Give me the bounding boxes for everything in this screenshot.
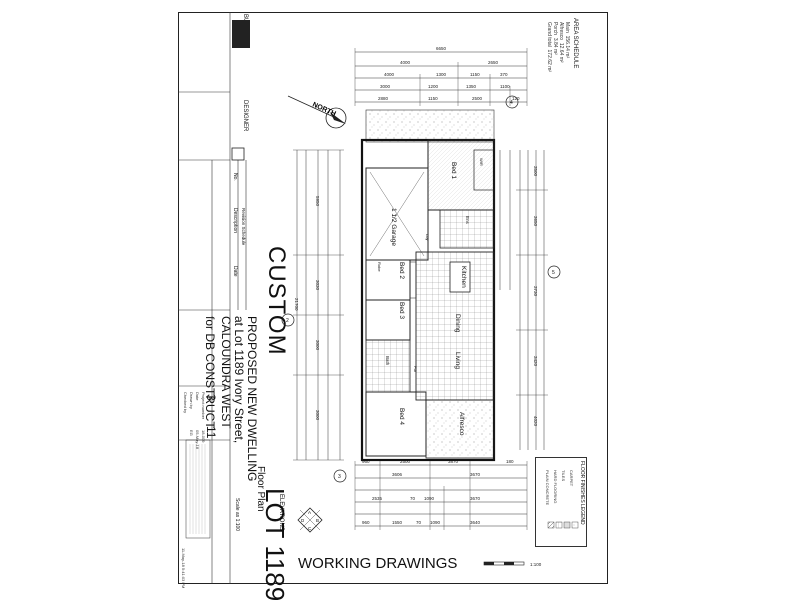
notes-text-lines — [189, 444, 206, 534]
notes-box — [185, 439, 211, 539]
dim-top-1a: 4000 — [400, 60, 411, 65]
scale-bar — [483, 561, 525, 566]
section-4: 4 — [510, 100, 513, 106]
floor-finishes-legend: FLOOR FINISHES LEGEND CARPET TILES HARD … — [535, 457, 587, 547]
dim-top-2c: 1150 — [470, 72, 480, 77]
dimension-lines — [296, 51, 545, 527]
dim-right-4: 3420 — [533, 356, 538, 367]
bed1-room — [427, 139, 495, 211]
dim-left-1: 5950 — [315, 196, 320, 207]
dim-top-4c: 2500 — [472, 96, 483, 101]
dim-bot-1c: 3870 — [448, 459, 459, 464]
dim-bot-4a: 960 — [362, 520, 370, 525]
bath-room — [365, 339, 411, 393]
dim-bot-2b: 3670 — [470, 472, 481, 477]
dim-bot-4b: 1550 — [392, 520, 403, 525]
dim-bot-4c: 70 — [416, 520, 422, 525]
section-3: 3 — [338, 474, 341, 480]
elev-c: C — [308, 526, 312, 531]
room-bath: Bath — [385, 356, 390, 366]
dim-left-2: 3030 — [315, 280, 320, 291]
dim-bot-3c: 1090 — [424, 496, 435, 501]
room-bed4: Bed 4 — [398, 408, 405, 425]
builder-logo — [232, 20, 250, 48]
legend-swatches — [547, 521, 579, 529]
ensuite-room — [439, 209, 495, 249]
elevations-key — [297, 507, 323, 533]
dim-top-overall: 6650 — [436, 46, 447, 51]
room-alfresco: Alfresco — [458, 412, 465, 436]
dim-right-1: 3500 — [533, 166, 538, 177]
dim-right-5: 4020 — [533, 416, 538, 427]
section-markers — [281, 95, 561, 483]
designer-logo — [231, 147, 245, 161]
dim-top-3d: 1100 — [500, 84, 510, 89]
dim-bot-1d: 180 — [506, 459, 514, 464]
scale-bar-label: 1:100 — [530, 562, 542, 567]
room-ldy: Ldy — [425, 234, 430, 240]
room-robe: Robe — [377, 262, 382, 272]
dim-right-2: 3650 — [533, 216, 538, 227]
dim-bot-3d: 3670 — [470, 496, 481, 501]
room-kitchen: Kitchen — [460, 266, 467, 288]
dim-top-3b: 1200 — [428, 84, 439, 89]
room-bed3: Bed 3 — [398, 302, 405, 319]
room-pdr: Pdr — [413, 366, 418, 373]
elevation-letters: A B C D — [301, 510, 319, 531]
elevations-label: ELEVATIONS — [278, 494, 284, 531]
room-dining: Dining — [454, 314, 461, 333]
section-2: 2 — [286, 318, 289, 324]
room-labels: Bed 1 1 1/2 Garage Bed 2 Bed 3 Bed 4 Kit… — [377, 158, 484, 436]
room-garage: 1 1/2 Garage — [390, 208, 397, 246]
room-bed1: Bed 1 — [450, 162, 457, 179]
dim-bot-3a: 2535 — [372, 496, 383, 501]
dimension-texts: 6650 4000 2650 4000 1300 1150 370 3000 1… — [294, 46, 538, 525]
dim-bot-1a: 960 — [362, 459, 370, 464]
dim-bot-1b: 2500 — [400, 459, 411, 464]
elev-b: B — [316, 518, 319, 523]
front-driveway — [365, 109, 495, 143]
room-ens: Ens — [465, 216, 470, 225]
dim-right-3: 3730 — [533, 286, 538, 297]
sheet-border — [178, 12, 608, 584]
dim-top-2a: 4000 — [384, 72, 395, 77]
dim-left-4: 3000 — [315, 410, 320, 421]
dim-bot-4d: 1090 — [430, 520, 441, 525]
dim-top-2d: 370 — [500, 72, 508, 77]
building — [360, 109, 496, 462]
bed4-room — [365, 391, 427, 457]
dim-bot-2a: 3606 — [392, 472, 403, 477]
dim-top-3a: 3000 — [380, 84, 391, 89]
dim-top-1b: 2650 — [488, 60, 499, 65]
dim-bot-3b: 70 — [410, 496, 416, 501]
dim-top-4d: 120 — [512, 96, 520, 101]
room-bed2: Bed 2 — [398, 262, 405, 279]
dim-left-3: 3000 — [315, 340, 320, 351]
dim-bot-4e: 3640 — [470, 520, 481, 525]
title-block-rules — [178, 12, 247, 584]
wir-room — [473, 149, 495, 191]
north-label: NORTH — [311, 101, 337, 118]
section-marker-labels: 4 5 3 2 — [286, 100, 555, 480]
dim-left-overall: 21700 — [294, 298, 299, 311]
dim-top-4a: 2880 — [378, 96, 389, 101]
dim-top-2b: 1300 — [436, 72, 447, 77]
kitchen-island — [449, 261, 471, 293]
dimension-ticks — [293, 48, 548, 530]
dim-top-3c: 1350 — [466, 84, 477, 89]
room-living: Living — [454, 352, 461, 369]
working-drawings-label: WORKING DRAWINGS — [298, 555, 457, 572]
linen-cupboard — [409, 261, 417, 299]
dim-top-4b: 1150 — [428, 96, 438, 101]
alfresco-area — [425, 399, 495, 459]
elev-a: A — [308, 510, 311, 515]
section-5: 5 — [552, 270, 555, 276]
room-wir: WIR — [479, 158, 484, 166]
north-arrow — [287, 95, 347, 129]
elev-d: D — [301, 518, 305, 523]
